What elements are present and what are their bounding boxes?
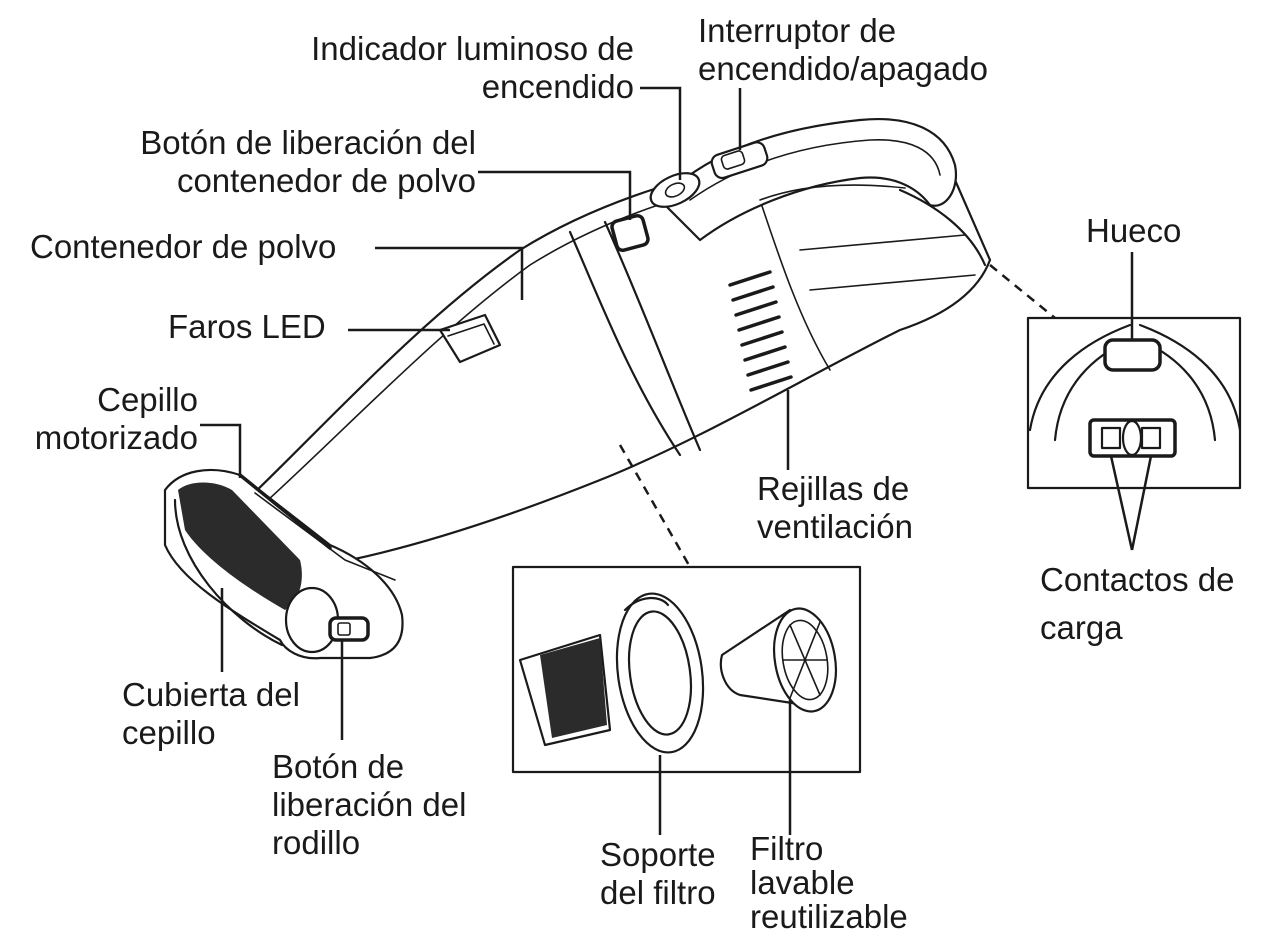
- label-power-indicator: Indicador luminoso de encendido: [232, 30, 634, 106]
- label-line: del filtro: [600, 874, 716, 912]
- filter-inset: [513, 567, 860, 772]
- label-vents: Rejillas de ventilación: [757, 470, 913, 546]
- label-line: reutilizable: [750, 900, 908, 934]
- label-brush-cover: Cubierta del cepillo: [122, 676, 300, 752]
- label-line: Botón de liberación del: [40, 124, 476, 162]
- label-line: Filtro: [750, 832, 908, 866]
- label-line: lavable: [750, 866, 908, 900]
- label-line: Cepillo: [10, 381, 198, 419]
- label-line: rodillo: [272, 824, 466, 862]
- label-led-lights: Faros LED: [168, 308, 326, 346]
- label-line: Hueco: [1086, 212, 1181, 250]
- label-line: motorizado: [10, 419, 198, 457]
- label-line: cepillo: [122, 714, 300, 752]
- label-line: Indicador luminoso de: [232, 30, 634, 68]
- label-dust-container: Contenedor de polvo: [30, 228, 336, 266]
- label-line: Rejillas de: [757, 470, 913, 508]
- charging-inset: [1028, 318, 1240, 488]
- label-line: Interruptor de: [698, 12, 988, 50]
- label-charging-contacts: Contactos de carga: [1040, 556, 1234, 652]
- label-line: Contactos de: [1040, 556, 1234, 604]
- label-filter-holder: Soporte del filtro: [600, 836, 716, 912]
- label-line: contenedor de polvo: [40, 162, 476, 200]
- label-line: Botón de: [272, 748, 466, 786]
- filter-connector: [620, 445, 690, 567]
- label-power-switch: Interruptor de encendido/apagado: [698, 12, 988, 88]
- label-line: Cubierta del: [122, 676, 300, 714]
- label-line: encendido: [232, 68, 634, 106]
- charging-connector: [990, 265, 1055, 318]
- label-roller-release: Botón de liberación del rodillo: [272, 748, 466, 862]
- label-motorized-brush: Cepillo motorizado: [10, 381, 198, 457]
- label-line: Contenedor de polvo: [30, 228, 336, 266]
- label-line: encendido/apagado: [698, 50, 988, 88]
- label-line: liberación del: [272, 786, 466, 824]
- label-washable-filter: Filtro lavable reutilizable: [750, 832, 908, 934]
- label-line: carga: [1040, 604, 1234, 652]
- label-dust-release: Botón de liberación del contenedor de po…: [40, 124, 476, 200]
- label-line: Faros LED: [168, 308, 326, 346]
- label-line: Soporte: [600, 836, 716, 874]
- label-slot: Hueco: [1086, 212, 1181, 250]
- label-line: ventilación: [757, 508, 913, 546]
